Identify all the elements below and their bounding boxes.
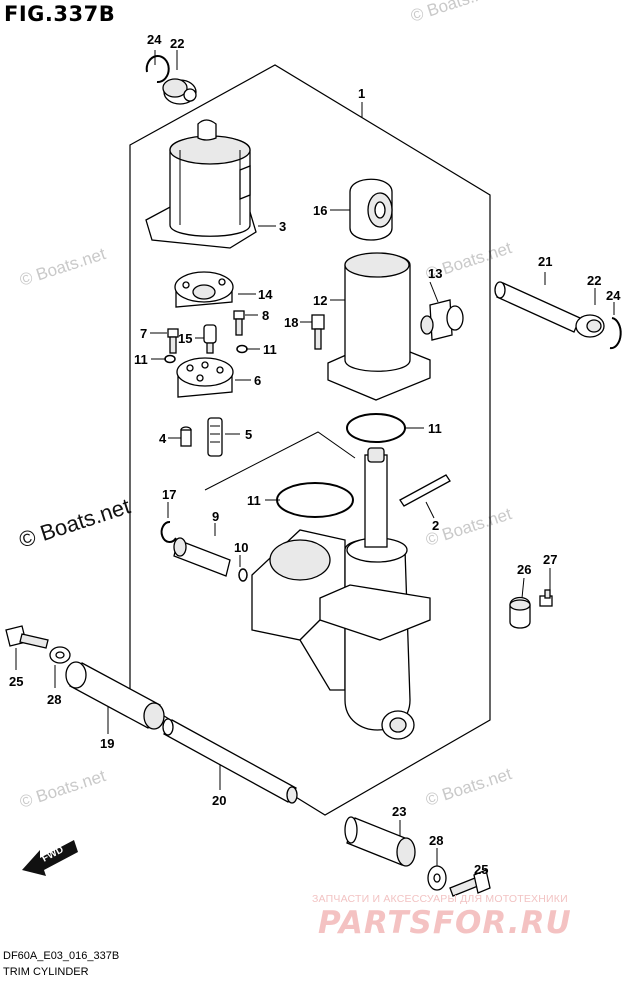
figure-code: DF60A_E03_016_337B bbox=[3, 950, 120, 962]
callout-25-right: 25 bbox=[474, 862, 488, 877]
trim-cylinder-body bbox=[251, 447, 431, 740]
part-3-tilt-motor bbox=[145, 119, 257, 249]
part-10-oring bbox=[238, 568, 248, 582]
callout-1: 1 bbox=[358, 86, 365, 101]
callout-21: 21 bbox=[538, 254, 552, 269]
part-14-valve-block bbox=[174, 271, 234, 308]
part-23-bushing bbox=[344, 816, 416, 867]
part-15-valve bbox=[203, 324, 217, 354]
part-9-valve bbox=[173, 537, 231, 577]
part-11-oring-large-upper bbox=[346, 413, 406, 443]
callout-19: 19 bbox=[100, 736, 114, 751]
callout-2: 2 bbox=[432, 518, 439, 533]
callout-11-left: 11 bbox=[134, 352, 148, 367]
part-5-relief-valve bbox=[207, 417, 223, 457]
callout-5: 5 bbox=[245, 427, 252, 442]
callout-27: 27 bbox=[543, 552, 557, 567]
callout-7: 7 bbox=[140, 326, 147, 341]
callout-6: 6 bbox=[254, 373, 261, 388]
part-18-bolt bbox=[311, 314, 325, 350]
watermark-right-lower: © Boats.net bbox=[423, 764, 514, 810]
callout-8: 8 bbox=[262, 308, 269, 323]
figure-title: FIG.337B bbox=[4, 2, 116, 26]
callout-16: 16 bbox=[313, 203, 327, 218]
callout-20: 20 bbox=[212, 793, 226, 808]
part-11-oring-left bbox=[164, 354, 176, 364]
watermark-left-center: © Boats.net bbox=[16, 493, 133, 552]
callout-15: 15 bbox=[178, 331, 192, 346]
callout-23: 23 bbox=[392, 804, 406, 819]
callout-26: 26 bbox=[517, 562, 531, 577]
callout-10: 10 bbox=[234, 540, 248, 555]
part-13-fitting bbox=[420, 299, 464, 341]
website-logo: PARTSFOR.RU bbox=[318, 905, 572, 941]
part-2-clip bbox=[399, 474, 451, 507]
callout-4: 4 bbox=[159, 431, 167, 446]
part-16-filter bbox=[349, 178, 393, 241]
callout-11-upper-oring: 11 bbox=[428, 421, 442, 436]
callout-28-left: 28 bbox=[47, 692, 61, 707]
callout-3: 3 bbox=[279, 219, 286, 234]
part-12-reservoir bbox=[327, 252, 431, 401]
part-11-oring-large-lower bbox=[276, 482, 354, 518]
part-24-circlip-right bbox=[609, 317, 622, 350]
callout-12: 12 bbox=[313, 293, 327, 308]
callout-numbers: 24 22 1 16 3 21 22 24 13 14 12 7 15 8 18… bbox=[9, 32, 621, 877]
part-24-circlip-top bbox=[145, 55, 170, 84]
part-26-cap bbox=[509, 596, 531, 629]
part-8-screw bbox=[233, 310, 245, 336]
part-28-washer-right bbox=[427, 865, 447, 891]
fwd-direction-arrow: FWD bbox=[22, 840, 78, 876]
watermark-left-lower: © Boats.net bbox=[17, 766, 108, 812]
website-tagline: ЗАПЧАСТИ И АКСЕССУАРЫ ДЛЯ МОТОТЕХНИКИ bbox=[312, 893, 568, 905]
part-6-manifold bbox=[176, 357, 234, 398]
part-4-check-valve bbox=[180, 426, 192, 447]
part-28-washer-left bbox=[49, 646, 71, 664]
watermark-left-upper: © Boats.net bbox=[17, 244, 108, 290]
callout-11-lower-oring: 11 bbox=[247, 493, 261, 508]
callout-17: 17 bbox=[162, 487, 176, 502]
part-7-screw bbox=[167, 328, 179, 354]
part-25-bolt-right bbox=[449, 869, 491, 897]
part-22-bushing-top bbox=[162, 78, 197, 105]
callout-9: 9 bbox=[212, 509, 219, 524]
figure-name: TRIM CYLINDER bbox=[3, 966, 89, 978]
callout-25-left: 25 bbox=[9, 674, 23, 689]
callout-22-right: 22 bbox=[587, 273, 601, 288]
valve-subassembly-frame bbox=[204, 431, 356, 491]
callout-11-right: 11 bbox=[263, 342, 277, 357]
part-22-bushing-right bbox=[575, 314, 605, 338]
callout-28-right: 28 bbox=[429, 833, 443, 848]
part-11-oring-right bbox=[236, 344, 248, 354]
part-27-screw bbox=[539, 589, 553, 607]
callout-24-top: 24 bbox=[147, 32, 162, 47]
part-21-pin-right bbox=[494, 281, 581, 333]
callout-22-top: 22 bbox=[170, 36, 184, 51]
callout-24-right: 24 bbox=[606, 288, 621, 303]
callout-13: 13 bbox=[428, 266, 442, 281]
part-25-bolt-left bbox=[5, 625, 49, 649]
callout-14: 14 bbox=[258, 287, 273, 302]
part-17-circlip bbox=[160, 520, 177, 543]
callout-18: 18 bbox=[284, 315, 298, 330]
watermark-top-right: © Boats.net bbox=[408, 0, 499, 26]
part-19-sleeve bbox=[65, 661, 165, 730]
part-20-pin bbox=[162, 718, 298, 804]
leader-lines bbox=[15, 50, 615, 890]
